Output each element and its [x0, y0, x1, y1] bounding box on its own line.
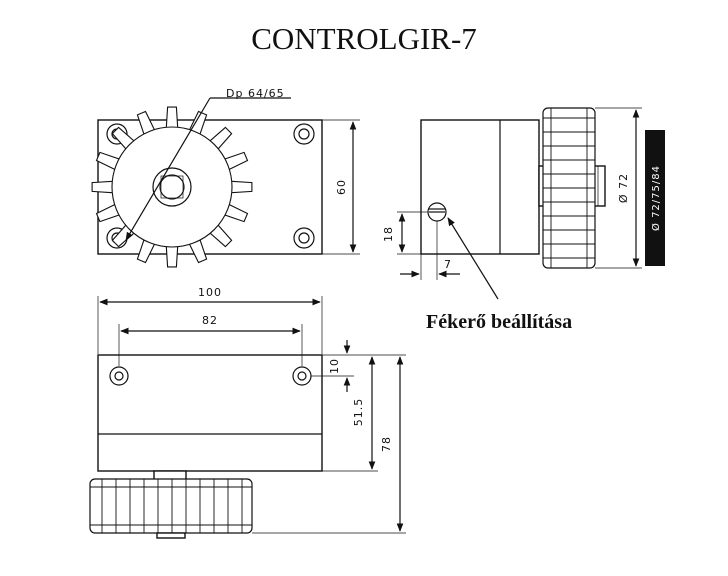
dim-51-5-label: 51.5 [352, 398, 365, 427]
side-view-knurl [543, 108, 595, 268]
side-view: 18 7 Ø 72 Ø 72/75/84 Fékerő beállítása [382, 107, 665, 333]
gear-bore [159, 174, 185, 200]
front-view: Dp 64/65 60 [91, 87, 360, 268]
gear-tooth [165, 244, 179, 268]
gear-body [111, 126, 233, 248]
brake-adjust-label: Fékerő beállítása [426, 311, 572, 333]
top-view-knurl [90, 479, 252, 533]
diameter-options-label: Ø 72/75/84 [650, 165, 662, 231]
pitch-leader-line [125, 97, 211, 241]
brake-adjust-arrow [447, 217, 499, 300]
dim-7-label: 7 [444, 258, 452, 271]
top-view: 100 82 10 51.5 78 [89, 286, 406, 539]
drawing-title: CONTROLGIR-7 [251, 21, 477, 56]
side-view-housing [420, 119, 540, 255]
pitch-diameter-label: Dp 64/65 [226, 87, 285, 100]
gear-tooth [91, 180, 115, 194]
dim-10-label: 10 [328, 358, 341, 374]
dim-82-label: 82 [202, 314, 218, 327]
gear-tooth [229, 180, 253, 194]
top-hole-left [109, 366, 129, 386]
top-view-shaft-end [156, 532, 186, 539]
top-view-housing [97, 354, 323, 472]
dim-60-label: 60 [335, 179, 348, 195]
gear-keyway [160, 175, 184, 199]
dim-18-label: 18 [382, 226, 395, 242]
gear-tooth [165, 106, 179, 130]
dim-100-label: 100 [198, 286, 222, 299]
diameter-options-band [645, 130, 665, 266]
bolt-top-right [293, 123, 315, 145]
dim-78-label: 78 [380, 436, 393, 452]
bolt-bottom-right [293, 227, 315, 249]
gear-hub [152, 167, 192, 207]
dim-72-label: Ø 72 [617, 173, 630, 203]
